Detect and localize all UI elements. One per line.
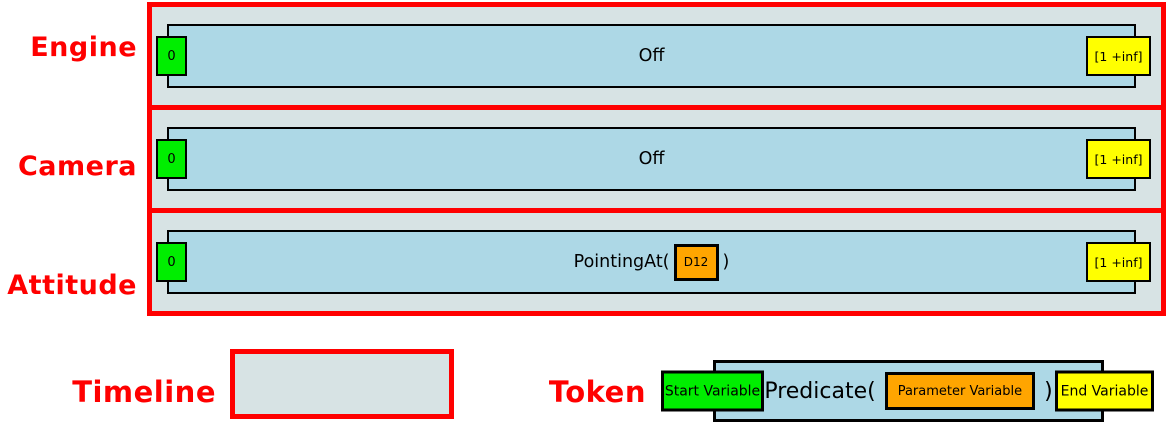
timeline-name-engine: Engine (30, 32, 137, 63)
attitude-predicate-prefix: PointingAt( (573, 252, 670, 272)
timeline-name-camera: Camera (17, 151, 137, 182)
attitude-start-time-box: 0 (156, 242, 187, 282)
legend-timeline-label: Timeline (72, 375, 216, 409)
legend-start-variable-box: Start Variable (661, 370, 764, 412)
attitude-parameter-box: D12 (673, 243, 719, 281)
camera-token: 0 Off [1 +inf] (156, 127, 1151, 191)
legend-parameter-variable-box: Parameter Variable (884, 372, 1036, 410)
camera-end-interval-box: [1 +inf] (1086, 139, 1151, 179)
engine-start-time-box: 0 (156, 36, 187, 76)
camera-predicate-text: Off (638, 149, 665, 169)
timeline-row-engine: 0 Off [1 +inf] (147, 2, 1166, 110)
legend-predicate-suffix: ) (1044, 378, 1053, 404)
attitude-predicate-suffix: ) (722, 252, 730, 272)
camera-start-time-box: 0 (156, 139, 187, 179)
engine-predicate-text: Off (638, 46, 665, 66)
legend-token-box: Start Variable Predicate( Parameter Vari… (661, 360, 1154, 422)
attitude-token: 0 PointingAt( D12 ) [1 +inf] (156, 230, 1151, 294)
legend-predicate-prefix: Predicate( (764, 378, 876, 404)
engine-token: 0 Off [1 +inf] (156, 24, 1151, 88)
timeline-name-attitude: Attitude (7, 270, 137, 301)
legend-timeline-box (230, 349, 454, 419)
engine-end-interval-box: [1 +inf] (1086, 36, 1151, 76)
legend-token-label: Token (548, 375, 646, 409)
legend-end-variable-box: End Variable (1055, 370, 1154, 412)
attitude-end-interval-box: [1 +inf] (1086, 242, 1151, 282)
timeline-row-attitude: 0 PointingAt( D12 ) [1 +inf] (147, 208, 1166, 316)
timeline-row-camera: 0 Off [1 +inf] (147, 105, 1166, 213)
